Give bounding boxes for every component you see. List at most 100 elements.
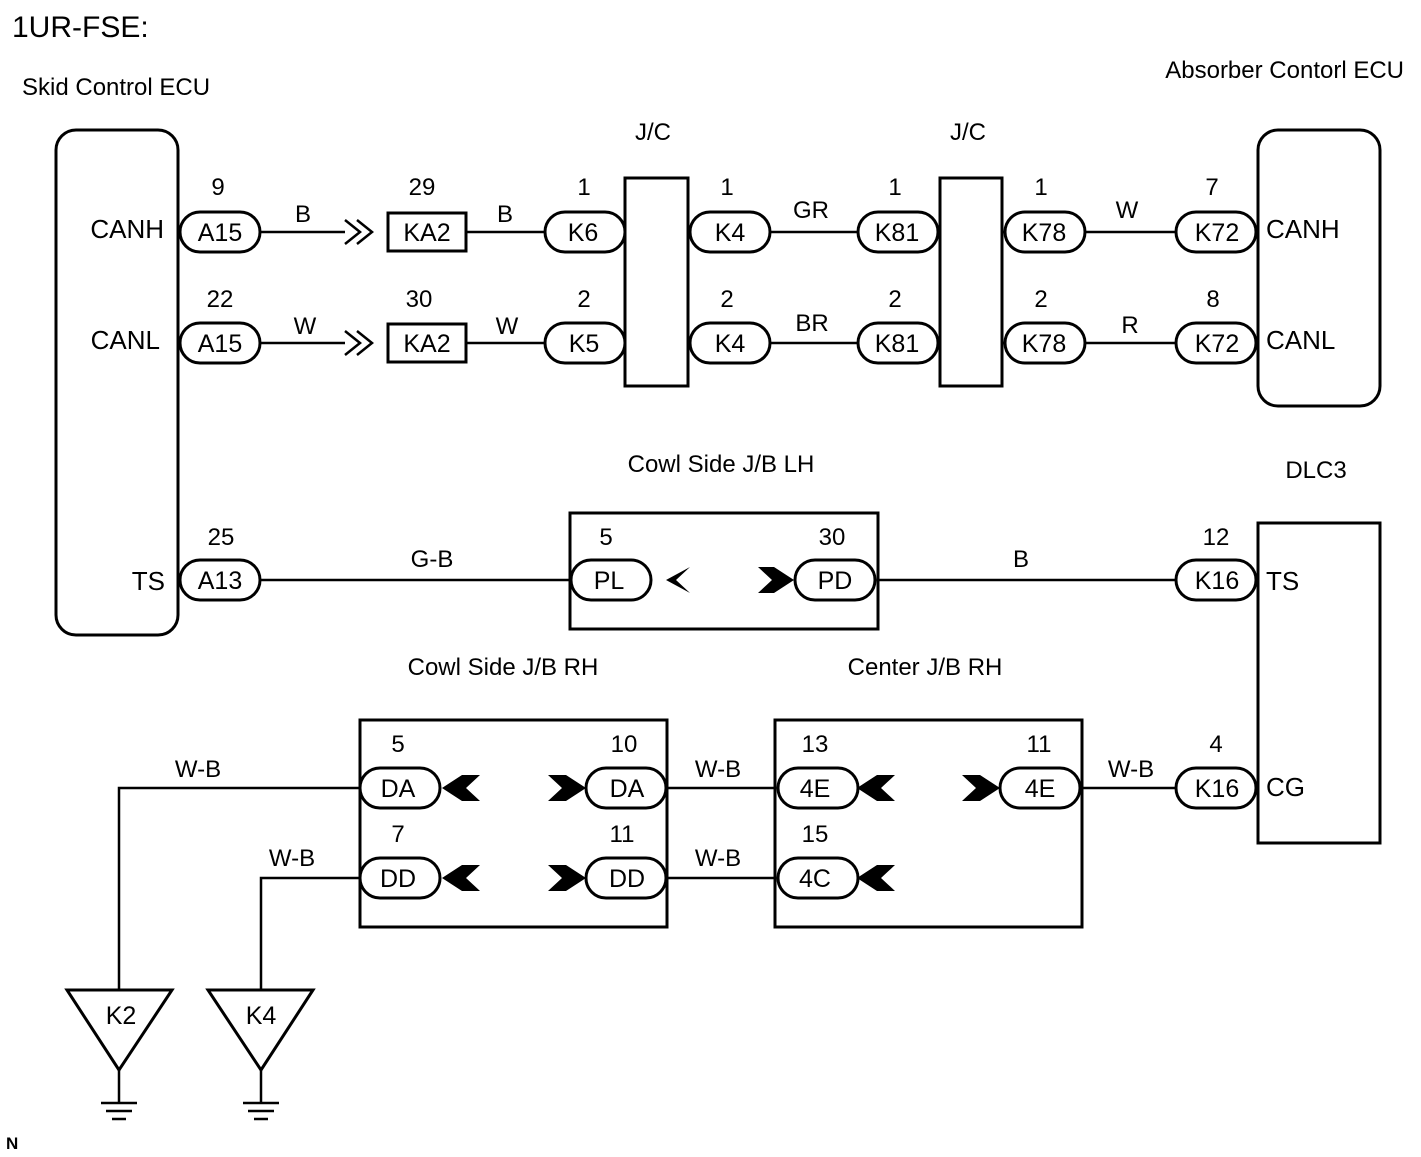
- pin-number: 2: [577, 286, 590, 313]
- wire-color: W-B: [269, 845, 315, 872]
- pin-number: 30: [406, 286, 433, 313]
- pin-number: 15: [802, 821, 829, 848]
- connector-dd-left: [358, 856, 442, 900]
- dlc3-title: DLC3: [1285, 457, 1346, 484]
- connector-k72-canh: [1174, 210, 1258, 254]
- dlc3-pin-cg: CG: [1266, 772, 1305, 802]
- connector-code: K72: [1195, 330, 1239, 358]
- connector-a15-canh: [178, 210, 262, 254]
- absorber-ecu-pin-canl: CANL: [1266, 325, 1335, 355]
- pin-number: 5: [391, 731, 404, 758]
- wire-color: W-B: [695, 756, 741, 783]
- pin-number: 5: [599, 524, 612, 551]
- connector-k4-canl: [688, 321, 772, 365]
- connector-k72-canl: [1174, 321, 1258, 365]
- pin-number: 1: [720, 174, 733, 201]
- wire-color: G-B: [411, 546, 454, 573]
- inline-connector-chevron-icon: [344, 219, 375, 356]
- pin-number: 7: [1205, 174, 1218, 201]
- jc2-label: J/C: [950, 119, 986, 146]
- pin-number: 25: [208, 524, 235, 551]
- pin-number: 9: [211, 174, 224, 201]
- jc1-body: [623, 176, 690, 388]
- pin-number: 30: [819, 524, 846, 551]
- connector-code: 4C: [799, 865, 831, 893]
- connector-code: K4: [715, 330, 746, 358]
- pin-number: 1: [888, 174, 901, 201]
- pin-number: 1: [577, 174, 590, 201]
- diagram-title: 1UR-FSE:: [12, 11, 149, 44]
- skid-ecu-pin-canh: CANH: [90, 214, 164, 244]
- connector-code: DD: [380, 865, 416, 893]
- connector-code: K78: [1022, 219, 1066, 247]
- connector-code: DD: [609, 865, 645, 893]
- connector-code: K6: [568, 219, 599, 247]
- skid-ecu-pin-canl: CANL: [91, 325, 160, 355]
- ground-point-k4: [205, 988, 316, 1121]
- connector-code: A15: [198, 219, 242, 247]
- ground-label-k2: K2: [106, 1002, 137, 1030]
- pin-number: 29: [409, 174, 436, 201]
- jc2-body: [938, 176, 1004, 388]
- connector-code: A13: [198, 567, 242, 595]
- connector-code: 4E: [800, 775, 831, 803]
- absorber-ecu-pin-canh: CANH: [1266, 214, 1340, 244]
- wire-color: B: [1013, 546, 1029, 573]
- connector-k78-canl: [1003, 321, 1087, 365]
- wire-color: W: [294, 313, 317, 340]
- cowl-rh-title: Cowl Side J/B RH: [408, 654, 599, 681]
- wire-color: W: [1116, 197, 1139, 224]
- connector-code: A15: [198, 330, 242, 358]
- absorber-ecu-title: Absorber Contorl ECU: [1165, 57, 1404, 84]
- connector-code: K81: [875, 330, 919, 358]
- connector-k5: [543, 321, 627, 365]
- wire-color: B: [295, 201, 311, 228]
- connector-code: PD: [818, 567, 853, 595]
- dlc3-body: [1256, 521, 1382, 845]
- connector-k78-canh: [1003, 210, 1087, 254]
- connector-ka2-canh: [386, 211, 468, 253]
- connector-code: K5: [569, 330, 600, 358]
- pin-number: 13: [802, 731, 829, 758]
- connector-code: PL: [594, 567, 625, 595]
- junction-block-chevron-icon: [442, 567, 1000, 891]
- connector-k81-canl: [856, 321, 940, 365]
- connector-k4-canh: [688, 210, 772, 254]
- absorber-ecu-body: [1256, 128, 1382, 408]
- wire-color: GR: [793, 197, 829, 224]
- pin-number: 8: [1206, 286, 1219, 313]
- connector-code: DA: [610, 775, 645, 803]
- connector-code: 4E: [1025, 775, 1056, 803]
- pin-number: 11: [1027, 731, 1052, 758]
- connector-k81-canh: [856, 210, 940, 254]
- connector-code: K16: [1195, 775, 1239, 803]
- pin-number: 7: [391, 821, 404, 848]
- connector-a13: [178, 558, 262, 602]
- pin-number: 11: [610, 821, 635, 848]
- connector-code: KA2: [403, 219, 450, 247]
- wire-color: W-B: [175, 756, 221, 783]
- connector-code: DA: [381, 775, 416, 803]
- wire-color: R: [1121, 312, 1138, 339]
- connector-code: KA2: [403, 330, 450, 358]
- pin-number: 10: [611, 731, 638, 758]
- pin-number: 4: [1209, 731, 1222, 758]
- pin-number: 2: [1034, 286, 1047, 313]
- connector-code: K16: [1195, 567, 1239, 595]
- connector-k16-cg: [1174, 766, 1258, 810]
- connector-code: K72: [1195, 219, 1239, 247]
- connector-a15-canl: [178, 321, 262, 365]
- ground-point-k2: [64, 988, 175, 1121]
- skid-ecu-pin-ts: TS: [132, 566, 165, 596]
- pin-number: 12: [1203, 524, 1230, 551]
- connector-da-left: [358, 766, 442, 810]
- connector-ka2-canl: [386, 322, 468, 364]
- pin-number: 1: [1034, 174, 1047, 201]
- connector-k6: [543, 210, 627, 254]
- wire-color: W: [496, 313, 519, 340]
- wire-color: W-B: [695, 845, 741, 872]
- connector-pd: [793, 558, 877, 602]
- ground-label-k4: K4: [246, 1002, 277, 1030]
- cowl-lh-title: Cowl Side J/B LH: [628, 451, 815, 478]
- connector-k16-ts: [1174, 558, 1258, 602]
